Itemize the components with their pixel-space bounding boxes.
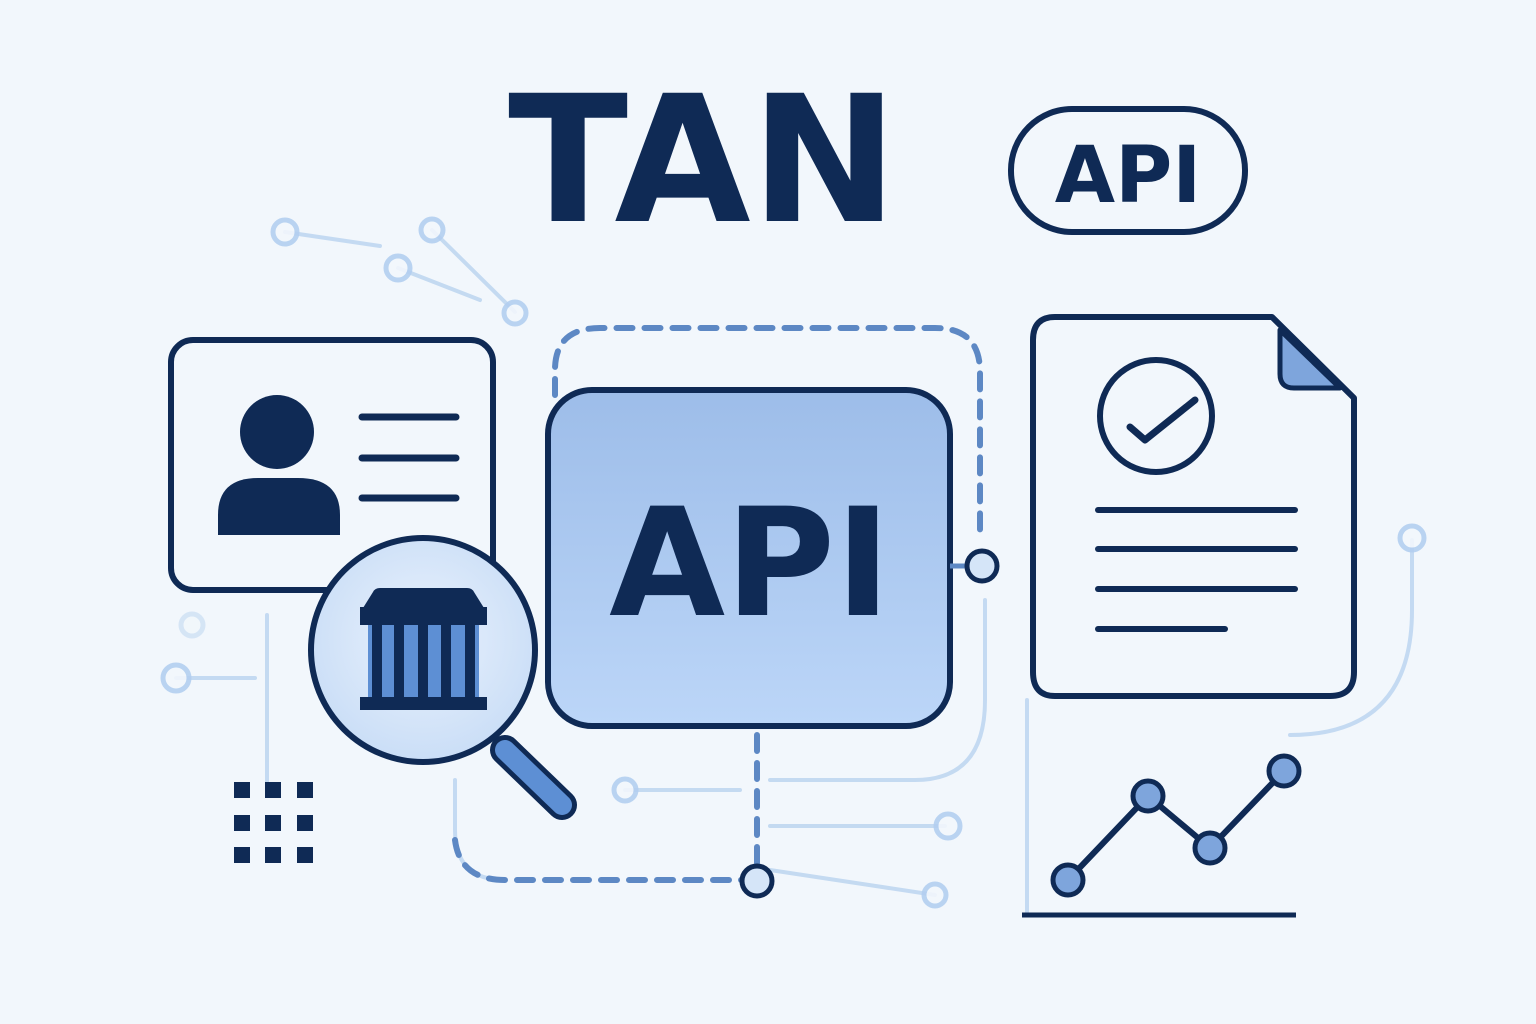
hub-connectors <box>739 548 1000 899</box>
page-title: TAN <box>508 58 898 263</box>
chart-point <box>1130 778 1166 814</box>
api-badge-label: API <box>1055 131 1202 221</box>
hub-dashed-outline <box>452 325 983 883</box>
api-hub-label: API <box>609 477 891 651</box>
person-body-icon <box>218 478 340 535</box>
network-node <box>270 217 300 247</box>
document-check-icon <box>1030 314 1357 699</box>
person-head-icon <box>240 395 314 469</box>
network-node <box>1397 523 1427 553</box>
bank-magnifier-icon <box>308 535 577 820</box>
api-hub: API <box>545 387 953 729</box>
dot-grid-icon <box>234 782 313 863</box>
checkmark-icon <box>1126 396 1199 444</box>
chart-point <box>1266 753 1302 789</box>
network-node <box>921 881 949 909</box>
network-node <box>383 253 413 283</box>
document-fold <box>1277 327 1343 391</box>
network-node <box>418 216 446 244</box>
chart-point <box>1192 830 1228 866</box>
network-node <box>160 662 192 694</box>
bank-icon <box>360 588 487 710</box>
network-node <box>501 299 529 327</box>
line-chart-icon <box>1022 753 1302 918</box>
check-circle-icon <box>1097 357 1215 475</box>
network-node <box>933 811 963 841</box>
network-node <box>611 776 639 804</box>
connector-node <box>964 548 1000 584</box>
chart-trend-line <box>1065 768 1287 883</box>
connector-node <box>739 863 775 899</box>
chart-point <box>1050 862 1086 898</box>
network-node <box>178 611 206 639</box>
background-nodes <box>160 216 1427 909</box>
api-badge: API <box>1008 106 1248 235</box>
